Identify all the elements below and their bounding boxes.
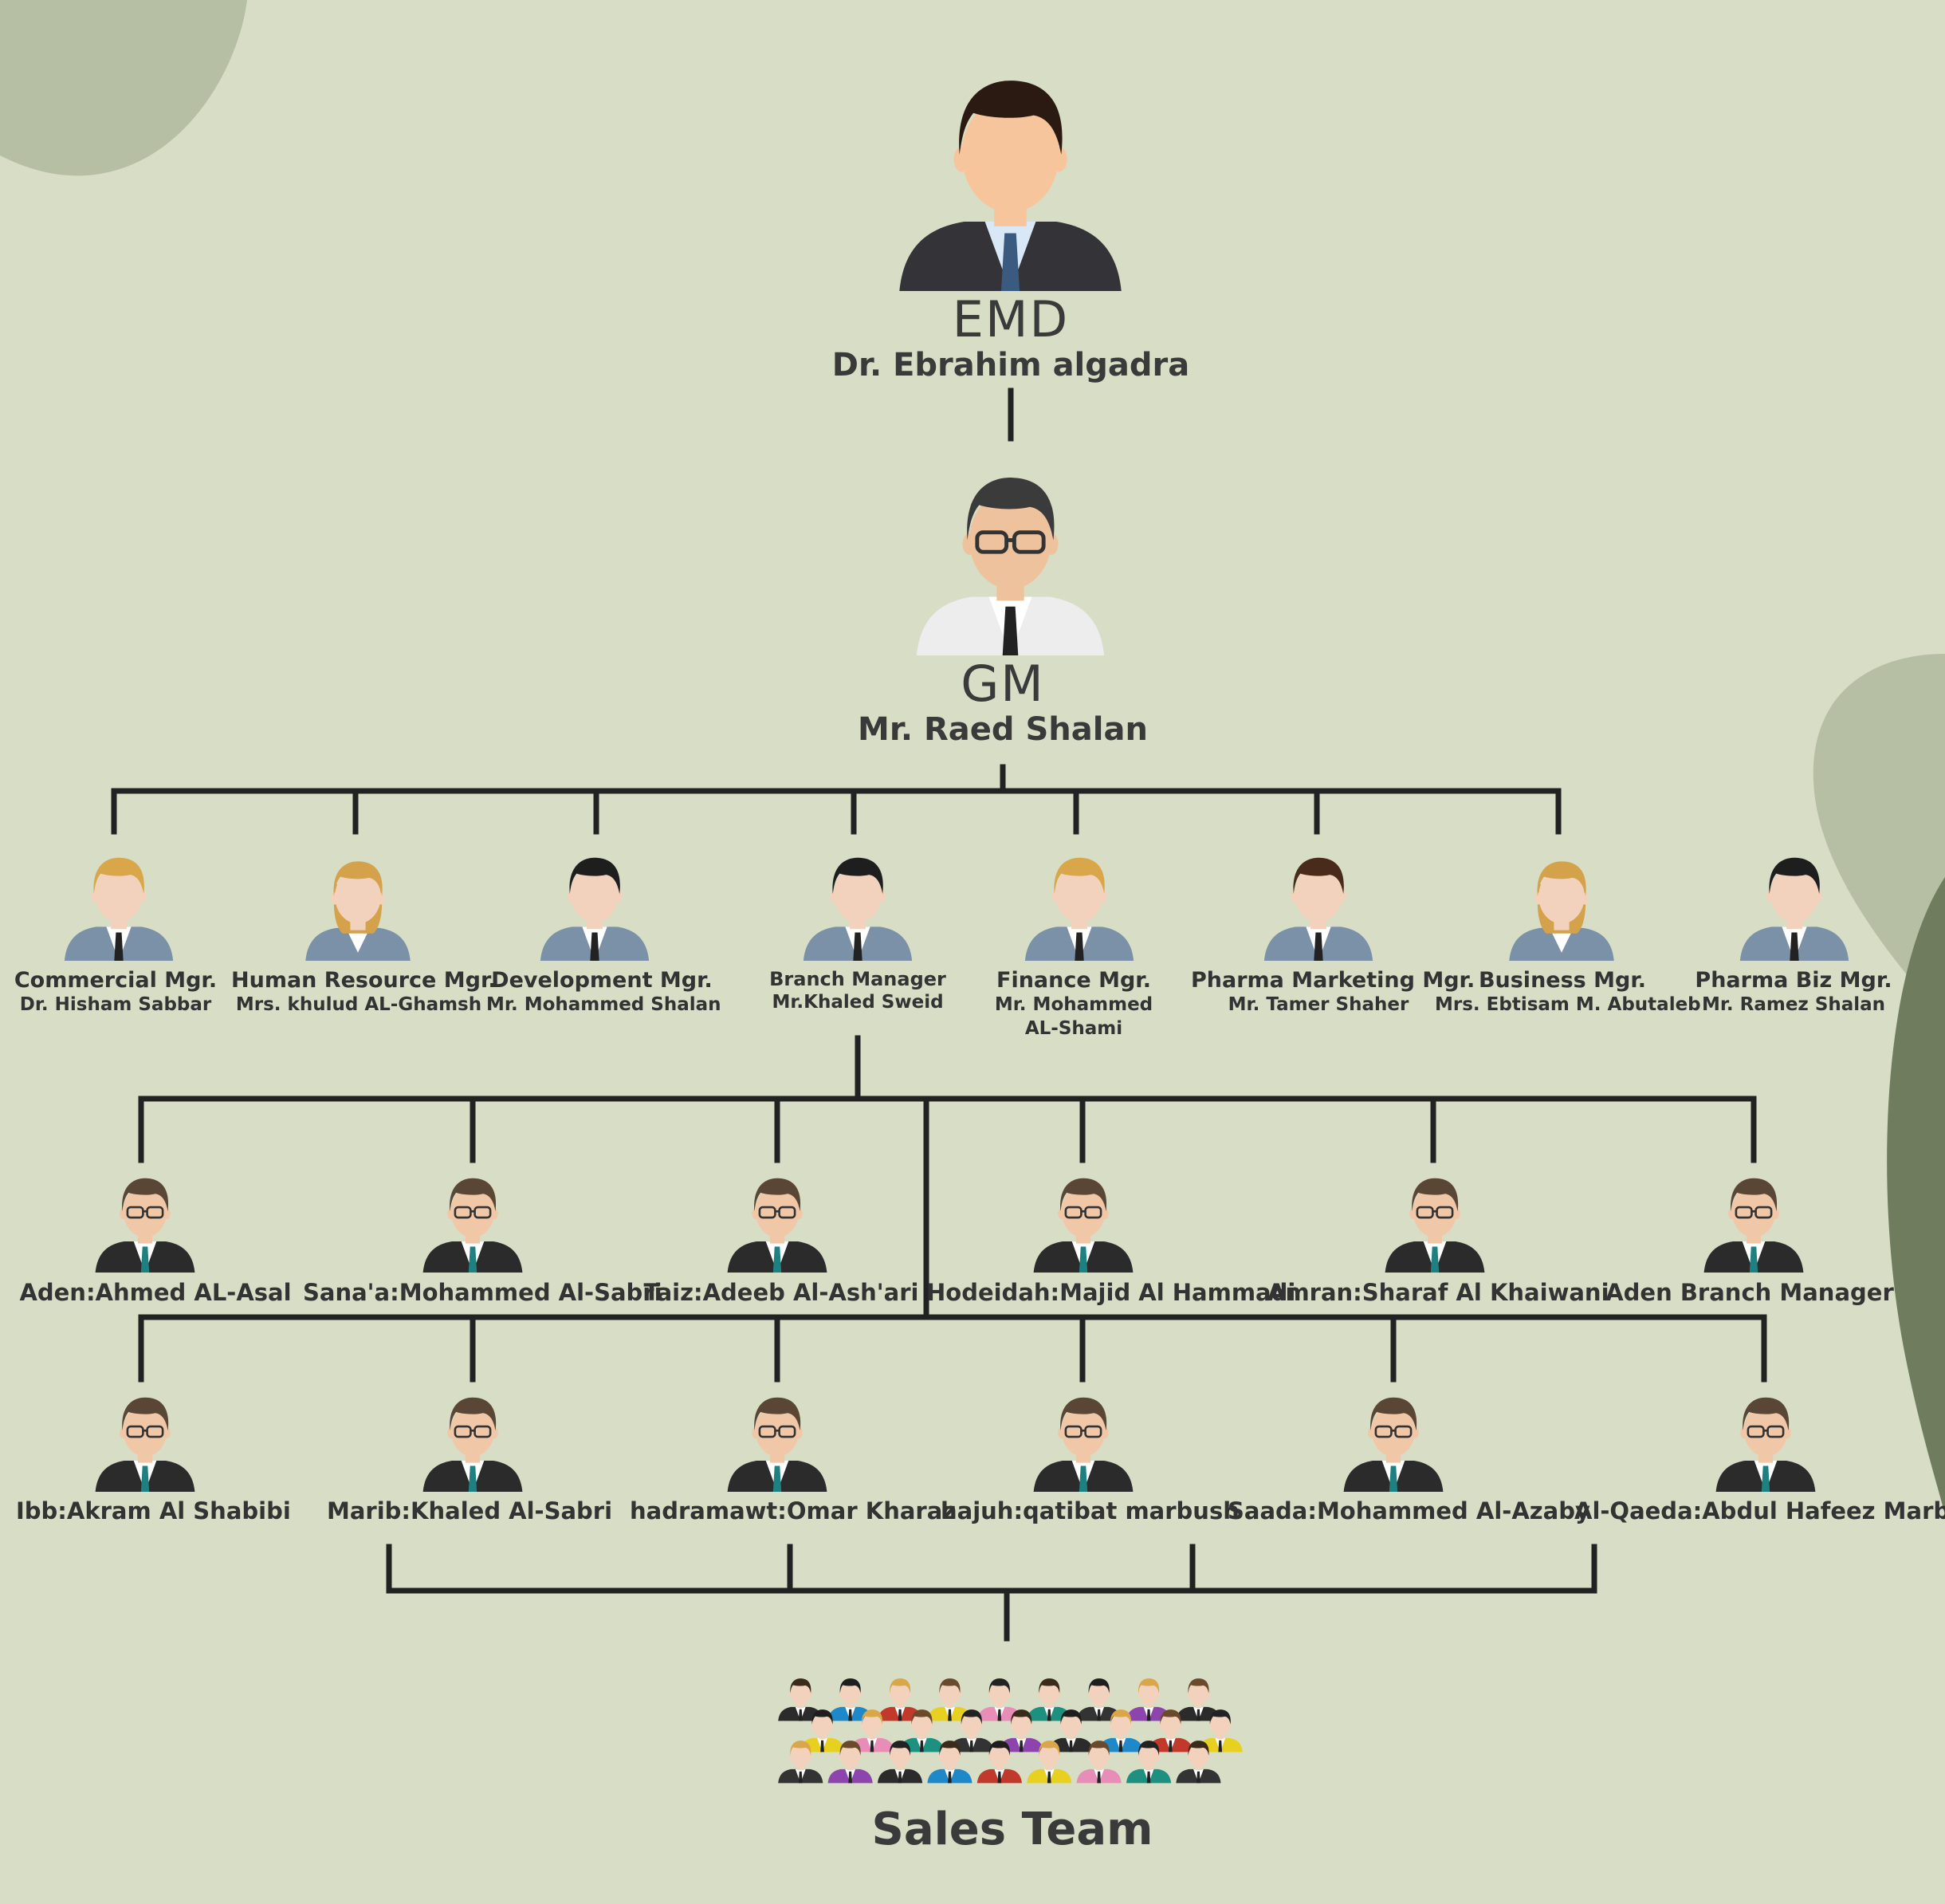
gm-role: GM (961, 655, 1045, 713)
manager-name: Mr. Tamer Shaher (1228, 994, 1409, 1016)
manager-name: Mr. Ramez Shalan (1701, 994, 1886, 1016)
emd-avatar-icon (881, 60, 1140, 291)
branch-label: Taiz:Adeeb Al-Ash'ari (643, 1279, 919, 1306)
branch-label: Ibb:Akram Al Shabibi (16, 1497, 291, 1524)
manager-role: Commercial Mgr. (14, 968, 218, 993)
background-blob-top-left (0, 0, 247, 176)
manager-role: Business Mgr. (1478, 968, 1647, 993)
manager-avatar-icon (1738, 843, 1851, 961)
branch-manager-avatar-icon (1342, 1382, 1445, 1492)
manager-role: Finance Mgr. (996, 968, 1151, 993)
branch-label: Hodeidah:Majid Al Hammadi (926, 1279, 1296, 1306)
manager-avatar-icon (62, 843, 175, 961)
manager-name: Dr. Hisham Sabbar (19, 994, 212, 1016)
manager-label: Development Mgr. Mr. Mohammed Shalan (486, 968, 721, 1017)
branch-label: hadramawt:Omar Kharaz (630, 1497, 957, 1524)
branch-label: Amran:Sharaf Al Khaiwani (1267, 1279, 1609, 1306)
manager-role: Pharma Marketing Mgr. (1191, 968, 1475, 993)
manager-name: Mrs. khulud AL-Ghamsh (235, 994, 482, 1016)
manager-role: Pharma Biz Mgr. (1695, 968, 1892, 993)
gm-avatar-icon (913, 446, 1108, 655)
manager-label: Pharma Biz Mgr. Mr. Ramez Shalan (1690, 968, 1897, 1017)
branch-manager-avatar-icon (725, 1162, 829, 1273)
sales-team-label: Sales Team (871, 1804, 1153, 1855)
branch-label: Aden Branch Manager (1605, 1279, 1894, 1306)
branch-label: hajuh:qatibat marbush (941, 1497, 1240, 1524)
branch-manager-avatar-icon (1383, 1162, 1487, 1273)
branch-label: Marib:Khaled Al-Sabri (327, 1497, 613, 1524)
branch-label: Aden:Ahmed AL-Asal (19, 1279, 292, 1306)
manager-role: Human Resource Mgr. (231, 968, 497, 993)
branch-label: Sana'a:Mohammed Al-Sabri (303, 1279, 662, 1306)
manager-role: Development Mgr. (491, 968, 713, 993)
manager-name: Mr. Mohammed AL-Shami (994, 994, 1153, 1040)
manager-avatar-icon (303, 852, 413, 961)
gm-name: Mr. Raed Shalan (858, 711, 1148, 749)
branch-label: Saada:Mohammed Al-Azaby (1228, 1497, 1590, 1524)
manager-name: Mr.Khaled Sweid (772, 991, 944, 1013)
manager-label: Commercial Mgr. Dr. Hisham Sabbar (0, 968, 231, 1017)
manager-label: Human Resource Mgr. Mrs. khulud AL-Ghams… (231, 968, 497, 1017)
manager-label: Pharma Marketing Mgr. Mr. Tamer Shaher (1191, 968, 1475, 1017)
branch-manager-avatar-icon (1714, 1382, 1817, 1492)
manager-name: Mrs. Ebtisam M. Abutaleb (1435, 994, 1701, 1016)
manager-avatar-icon (801, 843, 914, 961)
manager-name: Mr. Mohammed Shalan (486, 994, 721, 1016)
manager-role: Branch Manager (769, 968, 946, 990)
manager-label: Finance Mgr. Mr. Mohammed AL-Shami (990, 968, 1157, 1041)
manager-avatar-icon (1023, 843, 1136, 961)
manager-avatar-icon (1262, 843, 1375, 961)
gm-label: GM Mr. Raed Shalan (764, 658, 1242, 749)
manager-label: Branch Manager Mr.Khaled Sweid (742, 968, 973, 1015)
emd-name: Dr. Ebrahim algadra (831, 347, 1190, 384)
sales-team-group-icon (777, 1673, 1244, 1792)
branch-manager-avatar-icon (93, 1162, 197, 1273)
branch-manager-avatar-icon (421, 1162, 525, 1273)
branch-manager-avatar-icon (1031, 1382, 1135, 1492)
emd-label: EMD Dr. Ebrahim algadra (772, 293, 1250, 385)
manager-label: Business Mgr. Mrs. Ebtisam M. Abutaleb (1435, 968, 1701, 1017)
branch-manager-avatar-icon (1031, 1162, 1135, 1273)
branch-manager-avatar-icon (93, 1382, 197, 1492)
branch-manager-avatar-icon (421, 1382, 525, 1492)
branch-label: Al-Qaeda:Abdul Hafeez Marbush (1574, 1497, 1945, 1524)
branch-manager-avatar-icon (1702, 1162, 1806, 1273)
emd-role: EMD (952, 290, 1070, 348)
background-blob-right (1813, 654, 1945, 1515)
manager-avatar-icon (538, 843, 651, 961)
branch-manager-avatar-icon (725, 1382, 829, 1492)
manager-avatar-icon (1507, 852, 1617, 961)
